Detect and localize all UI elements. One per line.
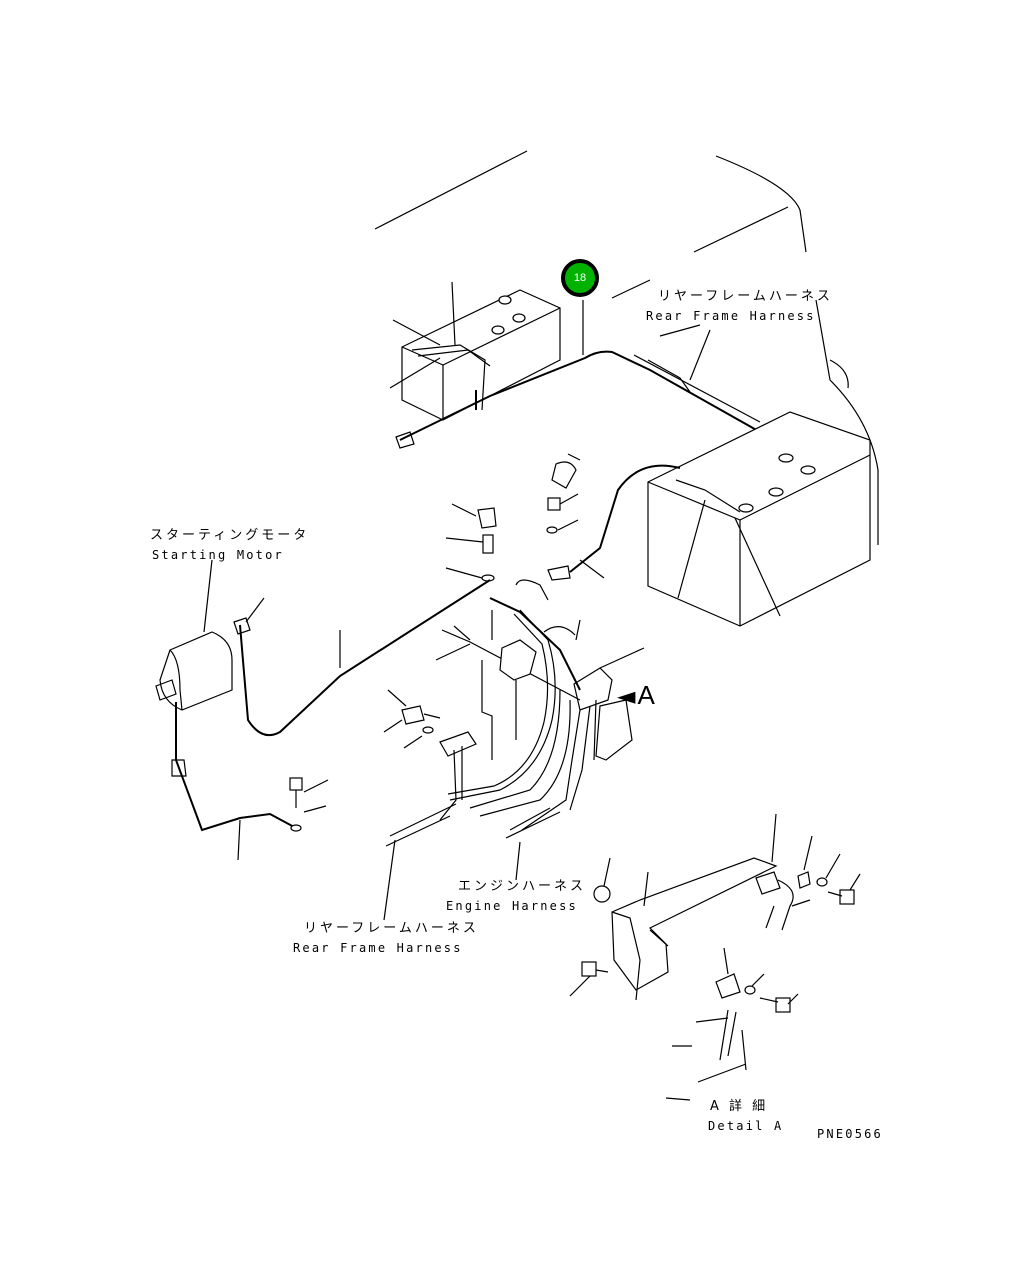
detail-a-drawing	[569, 813, 861, 1101]
rear-frame-harness-bottom-jp: リヤーフレームハーネス	[304, 921, 479, 936]
relay-box	[521, 647, 645, 831]
starting-motor-jp: スターティングモータ	[150, 528, 310, 543]
rear-frame-harness-bottom-en: Rear Frame Harness	[293, 941, 463, 955]
engine-harness-en: Engine Harness	[446, 899, 578, 913]
battery-cable	[547, 464, 681, 581]
terminal-hardware	[445, 453, 581, 582]
relay-harness-bundle	[435, 579, 581, 760]
left-arrow-icon: ◄	[617, 682, 636, 710]
leader-arrows	[383, 839, 521, 921]
mounting-bracket	[383, 689, 477, 847]
view-arrow-a: ◄A	[617, 682, 655, 708]
reference-number-badge[interactable]: 18	[561, 259, 599, 297]
detail-a-en: Detail A	[708, 1119, 784, 1133]
rear-frame-harness-top-route	[395, 300, 761, 449]
battery-upper-left	[389, 281, 561, 421]
view-letter: A	[637, 680, 655, 710]
rear-frame-harness-en: Rear Frame Harness	[646, 309, 816, 323]
starting-motor	[155, 559, 265, 711]
starting-motor-en: Starting Motor	[152, 548, 284, 562]
battery-lower-right	[647, 411, 871, 627]
drawing-number: PNE0566	[817, 1127, 883, 1141]
engine-harness-jp: エンジンハーネス	[458, 879, 587, 894]
ground-bolts	[289, 777, 329, 832]
rear-frame-harness-jp: リヤーフレームハーネス	[658, 289, 833, 304]
detail-a-jp: A 詳 細	[710, 1099, 769, 1114]
engine-harness-bundle	[447, 609, 571, 839]
label-leaders	[659, 324, 701, 337]
starter-cables	[171, 579, 491, 861]
machine-frame-outline	[374, 150, 879, 545]
